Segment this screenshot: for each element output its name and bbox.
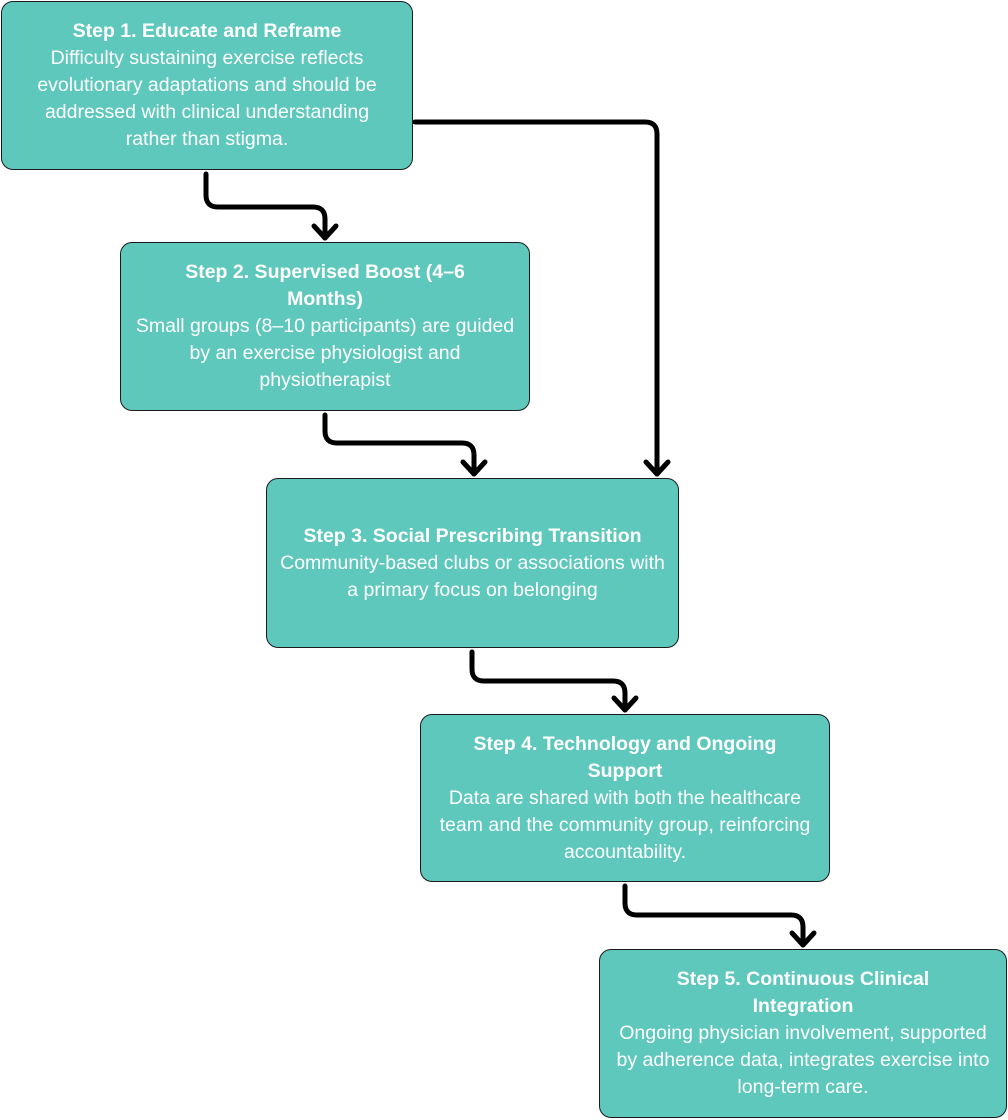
step-3-description: Community-based clubs or associations wi… — [280, 551, 665, 601]
arrowhead-step4-to-step5 — [789, 930, 817, 948]
step-2-title: Step 2. Supervised Boost (4–6 Months) — [185, 261, 465, 310]
step-4-description: Data are shared with both the healthcare… — [439, 786, 811, 863]
arrowhead-step3-to-step4 — [611, 695, 639, 713]
step-2-box: Step 2. Supervised Boost (4–6 Months) Sm… — [120, 242, 530, 411]
arrowhead-step1-to-step2 — [311, 223, 339, 241]
step-2-description: Small groups (8–10 participants) are gui… — [135, 315, 515, 391]
arrowhead-step2-to-step3 — [460, 459, 488, 477]
step-4-box: Step 4. Technology and Ongoing Support D… — [420, 714, 830, 882]
step-3-box: Step 3. Social Prescribing Transition Co… — [266, 478, 679, 648]
arrowhead-step1-to-step3 — [643, 459, 671, 477]
step-1-description: Difficulty sustaining exercise reflects … — [37, 47, 377, 150]
connector-step2-to-step3 — [322, 412, 477, 477]
connector-step1-to-step2 — [203, 171, 328, 241]
step-1-title: Step 1. Educate and Reframe — [72, 20, 342, 42]
step-4-title: Step 4. Technology and Ongoing Support — [473, 732, 777, 782]
step-1-box: Step 1. Educate and Reframe Difficulty s… — [1, 1, 413, 170]
step-5-box: Step 5. Continuous Clinical Integration … — [599, 949, 1007, 1118]
connector-step4-to-step5 — [622, 883, 806, 948]
step-3-title: Step 3. Social Prescribing Transition — [303, 524, 642, 547]
connector-step3-to-step4 — [469, 649, 628, 713]
step-5-title: Step 5. Continuous Clinical Integration — [676, 968, 930, 1017]
step-5-description: Ongoing physician involvement, supported… — [616, 1022, 990, 1098]
